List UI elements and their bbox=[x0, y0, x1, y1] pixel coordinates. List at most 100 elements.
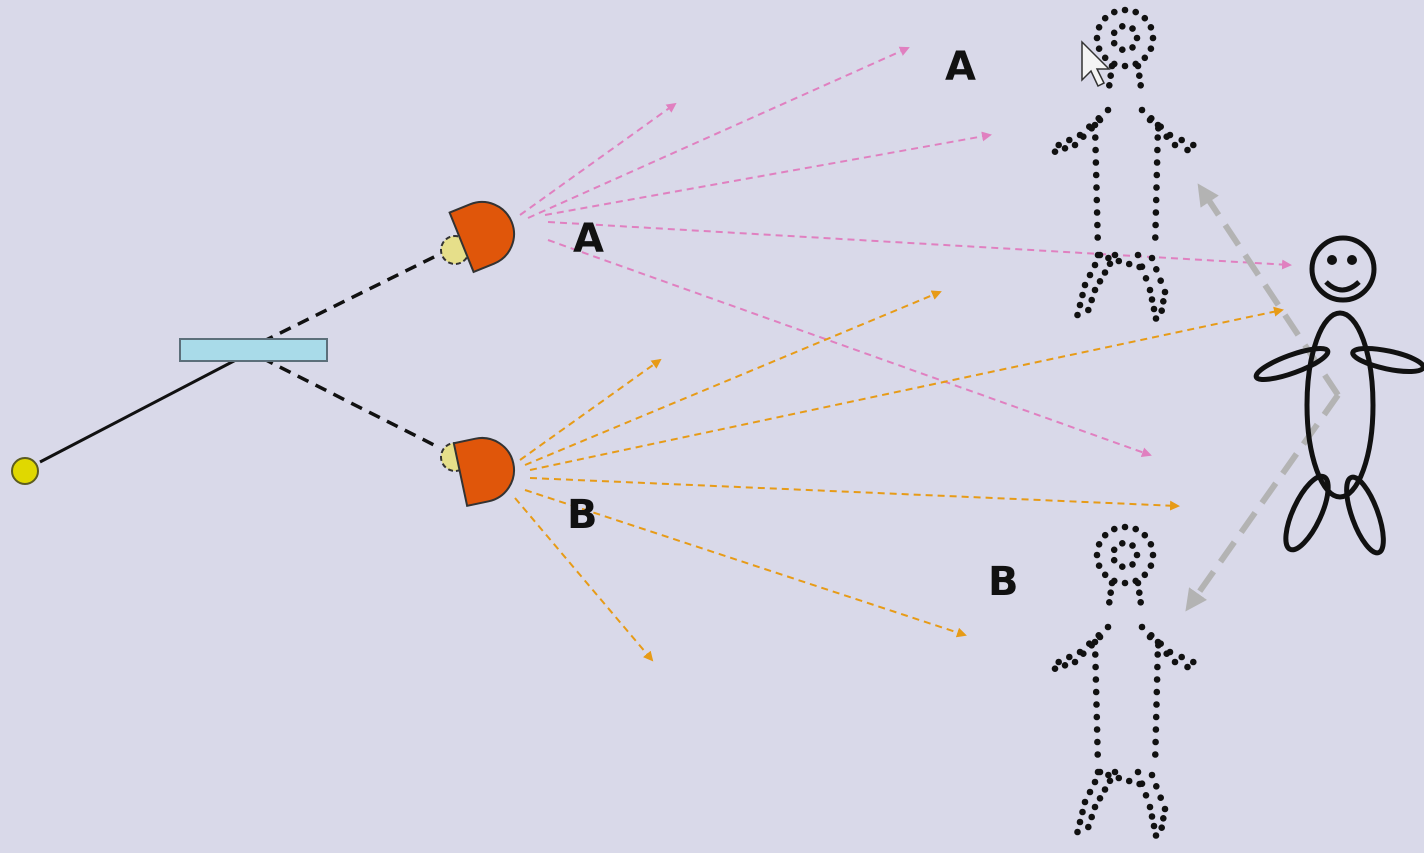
figure-dot bbox=[1074, 828, 1081, 836]
figure-dot bbox=[1091, 803, 1099, 811]
figure-dot bbox=[1119, 46, 1126, 53]
figure-dot bbox=[1141, 14, 1149, 22]
figure-dot bbox=[1115, 774, 1123, 782]
figure-dot bbox=[1096, 278, 1104, 285]
figure-dot bbox=[1153, 688, 1161, 696]
figure-dot bbox=[1071, 141, 1079, 149]
figure-dot bbox=[1055, 141, 1062, 149]
figure-dot bbox=[1079, 808, 1086, 816]
figure-dot bbox=[1152, 209, 1160, 216]
figure-dot bbox=[1161, 805, 1169, 813]
figure-dot bbox=[1107, 589, 1114, 596]
detector-b[interactable] bbox=[440, 432, 520, 508]
figure-dot bbox=[1111, 768, 1119, 776]
figure-dot bbox=[1152, 832, 1160, 839]
orange-ray bbox=[529, 477, 1180, 511]
pink-ray bbox=[544, 131, 992, 216]
figure-dot bbox=[1136, 780, 1143, 788]
figure-dot bbox=[1137, 82, 1144, 89]
light-source[interactable] bbox=[11, 457, 39, 485]
figure-dot bbox=[1092, 134, 1099, 141]
figure-dot bbox=[1136, 263, 1143, 271]
mouse-pointer-icon bbox=[1081, 40, 1111, 88]
figure-dot bbox=[1141, 54, 1149, 62]
observer-figure[interactable] bbox=[1253, 235, 1424, 557]
figure-dot bbox=[1147, 562, 1155, 569]
figure-dot bbox=[1157, 277, 1164, 285]
figure-dot bbox=[1121, 6, 1129, 14]
figure-dot bbox=[1154, 121, 1162, 129]
figure-dot bbox=[1148, 771, 1156, 779]
figure-dot bbox=[1119, 540, 1126, 547]
figure-dot bbox=[1081, 281, 1089, 289]
figure-dot bbox=[1101, 269, 1109, 276]
figure-dot bbox=[1093, 713, 1101, 721]
figure-dot bbox=[1141, 571, 1149, 579]
figure-dot bbox=[1091, 778, 1099, 786]
orange-ray bbox=[519, 358, 662, 461]
figure-dot bbox=[1190, 658, 1197, 666]
figure-dot bbox=[1094, 738, 1101, 746]
figure-dot bbox=[1152, 315, 1160, 322]
figure-dot bbox=[1157, 794, 1164, 801]
figure-dot bbox=[1074, 311, 1081, 319]
figure-dot bbox=[1149, 551, 1157, 559]
observer-eye-left bbox=[1327, 255, 1337, 265]
figure-dot bbox=[1106, 82, 1113, 89]
figure-dot bbox=[1080, 133, 1087, 140]
dotted-figure-b bbox=[1051, 523, 1197, 839]
figure-dot bbox=[1163, 650, 1170, 657]
figure-dot bbox=[1184, 146, 1191, 154]
figure-dot bbox=[1121, 62, 1129, 70]
figure-dot bbox=[1106, 260, 1114, 268]
figure-dot bbox=[1092, 688, 1100, 696]
observer-arm-left bbox=[1253, 345, 1331, 383]
figure-dot bbox=[1160, 298, 1167, 305]
figure-dot bbox=[1171, 658, 1179, 666]
observer-arm-right bbox=[1350, 345, 1424, 375]
figure-dot bbox=[1125, 260, 1133, 268]
figure-dot bbox=[1152, 738, 1159, 746]
figure-dot bbox=[1148, 296, 1156, 303]
figure-dot bbox=[1150, 305, 1158, 313]
beam-splitter[interactable] bbox=[179, 338, 328, 362]
pink-ray bbox=[519, 102, 677, 216]
figure-dot bbox=[1146, 633, 1154, 641]
figure-dot bbox=[1147, 24, 1155, 31]
detector-b-body bbox=[452, 437, 515, 508]
figure-dot bbox=[1111, 525, 1118, 533]
dotted-figure-a bbox=[1051, 6, 1197, 322]
figure-dot bbox=[1088, 813, 1095, 821]
figure-dot bbox=[1160, 815, 1167, 822]
figure-dot bbox=[1134, 62, 1142, 70]
figure-dot bbox=[1134, 251, 1142, 259]
figure-dot bbox=[1141, 531, 1149, 539]
figure-dot bbox=[1092, 676, 1100, 683]
figure-dot bbox=[1136, 589, 1143, 596]
figure-dot bbox=[1101, 54, 1109, 62]
figure-dot bbox=[1138, 623, 1146, 631]
figure-dot bbox=[1104, 623, 1112, 631]
figure-dot bbox=[1163, 133, 1170, 140]
figure-dot bbox=[1093, 196, 1101, 204]
figure-dot bbox=[1092, 663, 1099, 671]
orange-rays bbox=[514, 290, 1284, 662]
detector-a[interactable] bbox=[440, 192, 524, 274]
pink-rays bbox=[519, 46, 1292, 458]
figure-dot bbox=[1152, 713, 1160, 721]
figure-dot bbox=[1154, 134, 1161, 141]
figure-dot bbox=[1153, 701, 1160, 708]
figure-dot bbox=[1061, 145, 1069, 152]
figure-dot bbox=[1104, 106, 1112, 114]
figure-dot bbox=[1129, 561, 1136, 568]
figure-dot bbox=[1153, 266, 1160, 273]
figure-dot bbox=[1142, 792, 1150, 799]
figure-dot bbox=[1093, 701, 1100, 708]
figure-dot bbox=[1133, 551, 1141, 559]
figure-dot bbox=[1096, 633, 1104, 641]
figure-dot bbox=[1150, 822, 1158, 830]
grey-arrow-down bbox=[1185, 393, 1341, 612]
figure-dot bbox=[1129, 25, 1136, 32]
label-a-mid: A bbox=[573, 216, 604, 262]
